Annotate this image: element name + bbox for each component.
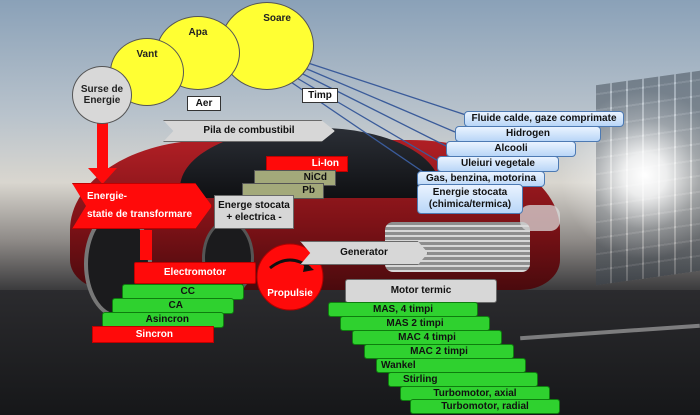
fuel-box-3: Uleiuri vegetale <box>437 156 559 172</box>
fuel-label-4: Gas, benzina, motorina <box>425 173 537 184</box>
thermal-engine-box-0: MAS, 4 timpi <box>328 302 478 317</box>
electromotor-box: Electromotor <box>134 262 256 284</box>
fuel-label-0: Fluide calde, gaze comprimate <box>471 113 617 124</box>
statie-transformare-box: Energie- statie de transformare <box>72 183 212 229</box>
electric-motor-box-sincron: Sincron <box>92 326 214 343</box>
battery-label-pb: Pb <box>302 185 315 196</box>
statie-line2: statie de transformare <box>87 209 193 220</box>
thermal-engine-box-5: Stirling <box>388 372 538 387</box>
statie-line1: Energie- <box>87 191 128 202</box>
thermal-engine-label-6: Turbomotor, axial <box>433 387 517 399</box>
fuel-box-2: Alcooli <box>446 141 576 157</box>
thermal-engine-label-0: MAS, 4 timpi <box>372 303 433 315</box>
timp-label: Timp <box>308 89 332 101</box>
red-arrow-shaft <box>97 120 108 172</box>
motor-termic-label: Motor termic <box>390 285 452 296</box>
surse-energie-label: Surse de Energie <box>80 84 124 106</box>
propulsie-label-box: Propulsie <box>258 287 322 301</box>
thermal-engine-label-7: Turbomotor, radial <box>441 400 529 412</box>
motor-termic-box: Motor termic <box>345 279 497 303</box>
apa-label: Apa <box>188 27 208 38</box>
battery-label-li-ion: Li-Ion <box>311 158 339 169</box>
pila-combustibil-box: Pila de combustibil <box>163 120 335 142</box>
fuel-label-3: Uleiuri vegetale <box>461 158 535 169</box>
thermal-engine-box-3: MAC 2 timpi <box>364 344 514 359</box>
energie-stocata-chimica-box: Energie stocata (chimica/termica) <box>417 184 523 214</box>
propulsie-label: Propulsie <box>267 288 313 299</box>
thermal-engine-label-5: Stirling <box>403 373 438 385</box>
electromotor-label: Electromotor <box>163 267 227 278</box>
thermal-engine-box-1: MAS 2 timpi <box>340 316 490 331</box>
timp-box: Timp <box>302 88 338 103</box>
thermal-engine-box-7: Turbomotor, radial <box>410 399 560 414</box>
electric-motor-label-cc: CC <box>180 286 195 297</box>
soare-label: Soare <box>263 13 291 24</box>
thermal-engine-box-2: MAC 4 timpi <box>352 330 502 345</box>
electric-motor-label-sincron: Sincron <box>135 328 173 340</box>
energie-stocata-electrica-label: Energe stocata + electrica - <box>218 200 290 223</box>
fuel-label-1: Hidrogen <box>506 128 550 139</box>
generator-box: Generator <box>300 241 428 265</box>
energie-stocata-electrica-box: Energe stocata + electrica - <box>214 195 294 229</box>
car-headlight-image <box>520 205 560 231</box>
aer-label: Aer <box>195 97 213 109</box>
pila-combustibil-label: Pila de combustibil <box>203 125 295 136</box>
surse-energie-circle: Surse de Energie <box>72 66 132 124</box>
battery-label-nicd: NiCd <box>303 172 327 183</box>
fuel-box-1: Hidrogen <box>455 126 601 142</box>
generator-label: Generator <box>340 247 388 258</box>
thermal-engine-label-2: MAC 4 timpi <box>398 331 456 343</box>
electric-motor-label-ca: CA <box>168 300 183 311</box>
fuel-box-0: Fluide calde, gaze comprimate <box>464 111 624 127</box>
thermal-engine-label-4: Wankel <box>381 359 416 371</box>
vant-label: Vant <box>136 49 158 60</box>
electric-motor-label-asincron: Asincron <box>145 314 189 325</box>
thermal-engine-box-4: Wankel <box>376 358 526 373</box>
thermal-engine-label-1: MAS 2 timpi <box>386 317 444 329</box>
fuel-label-2: Alcooli <box>494 143 528 154</box>
thermal-engine-label-3: MAC 2 timpi <box>410 345 468 357</box>
aer-box: Aer <box>187 96 221 111</box>
energie-stocata-chimica-label: Energie stocata (chimica/termica) <box>428 187 512 210</box>
